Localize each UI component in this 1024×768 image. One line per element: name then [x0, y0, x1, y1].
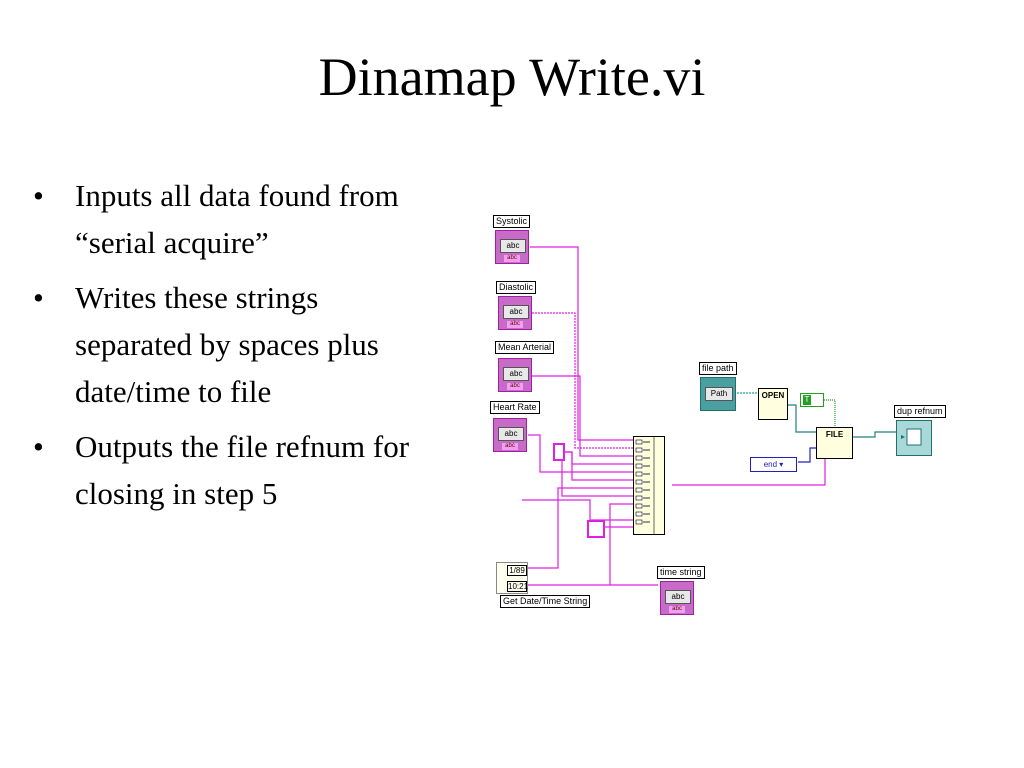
wire-space-a	[562, 451, 638, 465]
bullet-dot-icon: •	[33, 429, 44, 464]
refnum-icon	[901, 428, 922, 446]
path-control-icon: Path	[705, 387, 733, 401]
end-position-enum[interactable]: end ▾	[750, 457, 797, 472]
diastolic-terminal[interactable]: abc abc	[498, 296, 532, 330]
bullet-item: • Writes these strings separated by space…	[30, 274, 430, 415]
time-display: 10:21	[507, 581, 529, 592]
wire-space-c	[561, 452, 638, 497]
systolic-label: Systolic	[493, 215, 531, 228]
systolic-terminal[interactable]: abc abc	[495, 230, 529, 264]
wire-diastolic	[532, 312, 638, 449]
string-control-icon: abc	[503, 305, 529, 319]
end-of-line-constant[interactable]	[587, 520, 605, 538]
wire-bool	[820, 399, 836, 430]
string-tag: abc	[504, 255, 520, 262]
bullet-list: • Inputs all data found from “serial acqu…	[30, 172, 430, 525]
wire-date	[528, 487, 638, 569]
write-file-icon: FILE	[825, 430, 844, 439]
string-tag: abc	[507, 383, 523, 390]
mean-arterial-terminal[interactable]: abc abc	[498, 358, 532, 392]
open-file-function[interactable]: OPEN	[758, 388, 788, 420]
string-control-icon: abc	[498, 427, 524, 441]
string-tag: abc	[669, 606, 685, 613]
time-string-indicator[interactable]: abc abc	[660, 581, 694, 615]
end-position-value: end ▾	[763, 460, 784, 469]
get-date-time-function[interactable]: 1/89 10:21	[496, 562, 528, 594]
wire-refnum-out	[852, 431, 898, 438]
bullet-item: • Outputs the file refnum for closing in …	[30, 423, 430, 517]
bullet-dot-icon: •	[33, 178, 44, 213]
bullet-item: • Inputs all data found from “serial acqu…	[30, 172, 430, 266]
file-path-terminal[interactable]: Path	[700, 377, 736, 411]
heart-rate-terminal[interactable]: abc abc	[493, 418, 527, 452]
string-tag: abc	[507, 321, 523, 328]
mean-arterial-label: Mean Arterial	[495, 341, 555, 354]
slide-title: Dinamap Write.vi	[318, 47, 706, 107]
open-file-icon: OPEN	[761, 391, 785, 400]
wire-time-extra	[522, 499, 638, 521]
write-file-function[interactable]: FILE	[816, 427, 853, 459]
wire-space-b	[562, 451, 638, 481]
dup-refnum-indicator[interactable]	[896, 420, 932, 456]
wire-mean-arterial	[532, 375, 638, 457]
true-constant-label: T	[803, 395, 811, 405]
diastolic-label: Diastolic	[496, 281, 537, 294]
bullet-text: Writes these strings separated by spaces…	[75, 280, 379, 409]
bullet-text: Inputs all data found from “serial acqui…	[75, 178, 399, 260]
date-display: 1/89	[507, 565, 527, 576]
heart-rate-label: Heart Rate	[490, 401, 540, 414]
bullet-dot-icon: •	[33, 280, 44, 315]
time-string-label: time string	[657, 566, 705, 579]
wire-layer	[522, 246, 898, 586]
wire-systolic	[530, 246, 638, 441]
string-control-icon: abc	[500, 239, 526, 253]
wire-open-out	[787, 404, 818, 433]
get-date-time-label: Get Date/Time String	[500, 595, 591, 608]
dup-refnum-label: dup refnum	[894, 405, 946, 418]
string-tag: abc	[502, 443, 518, 450]
bullet-text: Outputs the file refnum for closing in s…	[75, 429, 410, 511]
string-indicator-icon: abc	[665, 590, 691, 604]
wire-heart-rate	[528, 434, 638, 473]
concatenate-icon	[635, 437, 655, 534]
space-constant[interactable]	[553, 443, 565, 461]
file-path-label: file path	[699, 362, 737, 375]
wire-enum	[798, 447, 818, 463]
true-constant[interactable]: T	[800, 393, 824, 407]
concatenate-strings-node[interactable]	[633, 436, 665, 535]
wire-time	[528, 503, 638, 586]
string-control-icon: abc	[503, 367, 529, 381]
